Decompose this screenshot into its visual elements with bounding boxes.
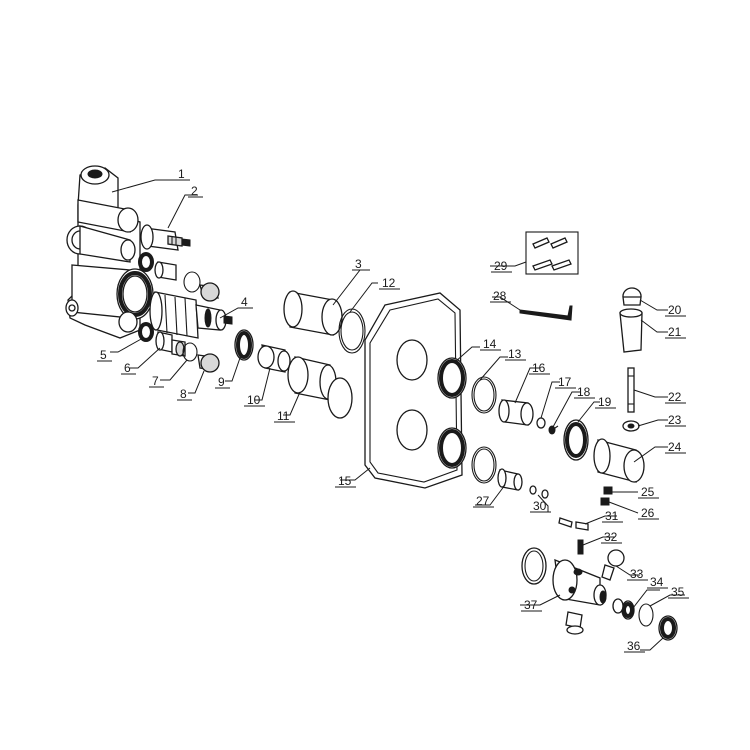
- part-25-grub-screw: [603, 486, 613, 495]
- callout-underlines: [97, 179, 689, 653]
- callout-3: 3: [355, 257, 362, 271]
- part-1-valve-body: [65, 165, 154, 339]
- callout-8: 8: [180, 387, 187, 401]
- part-7-seal: [182, 342, 198, 362]
- callout-29: 29: [494, 259, 508, 273]
- callout-4: 4: [241, 295, 248, 309]
- callout-13: 13: [508, 347, 522, 361]
- part-34-washer: [612, 598, 635, 620]
- callout-7: 7: [152, 374, 159, 388]
- part-33-knob: [601, 549, 625, 581]
- leader-lines: [110, 179, 685, 651]
- part-10-adaptor: [257, 344, 291, 373]
- callout-19: 19: [598, 395, 612, 409]
- callout-31: 31: [605, 509, 619, 523]
- part-2-cartridge: [140, 224, 191, 251]
- part-3-sleeve: [283, 290, 343, 336]
- callout-30: 30: [533, 499, 547, 513]
- part-20-cap: [622, 287, 642, 306]
- part-15-faceplate: [364, 292, 463, 489]
- part-32-pin: [577, 539, 584, 555]
- part-21-lever-handle: [619, 308, 643, 353]
- callout-23: 23: [668, 413, 682, 427]
- callout-20: 20: [668, 303, 682, 317]
- callout-17: 17: [558, 375, 572, 389]
- part-19-ring: [563, 419, 589, 461]
- callout-27: 27: [476, 494, 490, 508]
- callout-15: 15: [338, 474, 352, 488]
- callout-9: 9: [218, 375, 225, 389]
- callout-22: 22: [668, 390, 682, 404]
- callout-6: 6: [124, 361, 131, 375]
- part-29-screw-kit: [525, 231, 579, 275]
- small-washers-lower: [529, 485, 549, 499]
- part-16-extension: [498, 399, 534, 426]
- callout-labels: 1 2 3 4 5 6 7 8 9 10 11 12 13 14 15 16 1…: [100, 167, 685, 653]
- part-28-hex-key: [519, 305, 573, 321]
- callout-18: 18: [577, 385, 591, 399]
- part-8-nut: [197, 353, 220, 373]
- part-6-check-valve: [155, 331, 186, 357]
- part-11-sleeve: [287, 356, 353, 419]
- callout-12: 12: [382, 276, 396, 290]
- part-12-o-ring: [338, 308, 366, 354]
- callout-1: 1: [178, 167, 185, 181]
- callout-25: 25: [641, 485, 655, 499]
- callout-35: 35: [671, 585, 685, 599]
- part-37-knob-body: [521, 547, 607, 635]
- part-14-ring: [437, 357, 467, 469]
- callout-21: 21: [668, 325, 682, 339]
- callout-34: 34: [650, 575, 664, 589]
- part-18-screw: [548, 425, 559, 435]
- callout-32: 32: [604, 530, 618, 544]
- part-13-o-ring: [471, 376, 497, 484]
- callout-33: 33: [630, 567, 644, 581]
- part-35-o-ring: [638, 603, 654, 627]
- part-27-extension: [497, 468, 523, 491]
- callout-36: 36: [627, 639, 641, 653]
- part-36-ring: [658, 615, 678, 641]
- callout-26: 26: [641, 506, 655, 520]
- callout-28: 28: [493, 289, 507, 303]
- part-9-ring: [234, 329, 254, 361]
- callout-37: 37: [524, 598, 538, 612]
- callout-10: 10: [247, 393, 261, 407]
- part-30-pin: [558, 517, 573, 528]
- callout-5: 5: [100, 348, 107, 362]
- upper-washers: [138, 252, 220, 302]
- part-17-washer: [536, 417, 546, 429]
- callout-24: 24: [668, 440, 682, 454]
- part-23-adaptor: [622, 420, 640, 432]
- part-26-grub-screw: [600, 497, 610, 506]
- callout-16: 16: [532, 361, 546, 375]
- part-22-rod: [627, 367, 635, 413]
- part-5-o-ring: [138, 322, 154, 342]
- part-4-thermostatic-cartridge: [149, 291, 233, 339]
- callout-14: 14: [483, 337, 497, 351]
- callout-11: 11: [277, 409, 290, 423]
- callout-2: 2: [191, 184, 198, 198]
